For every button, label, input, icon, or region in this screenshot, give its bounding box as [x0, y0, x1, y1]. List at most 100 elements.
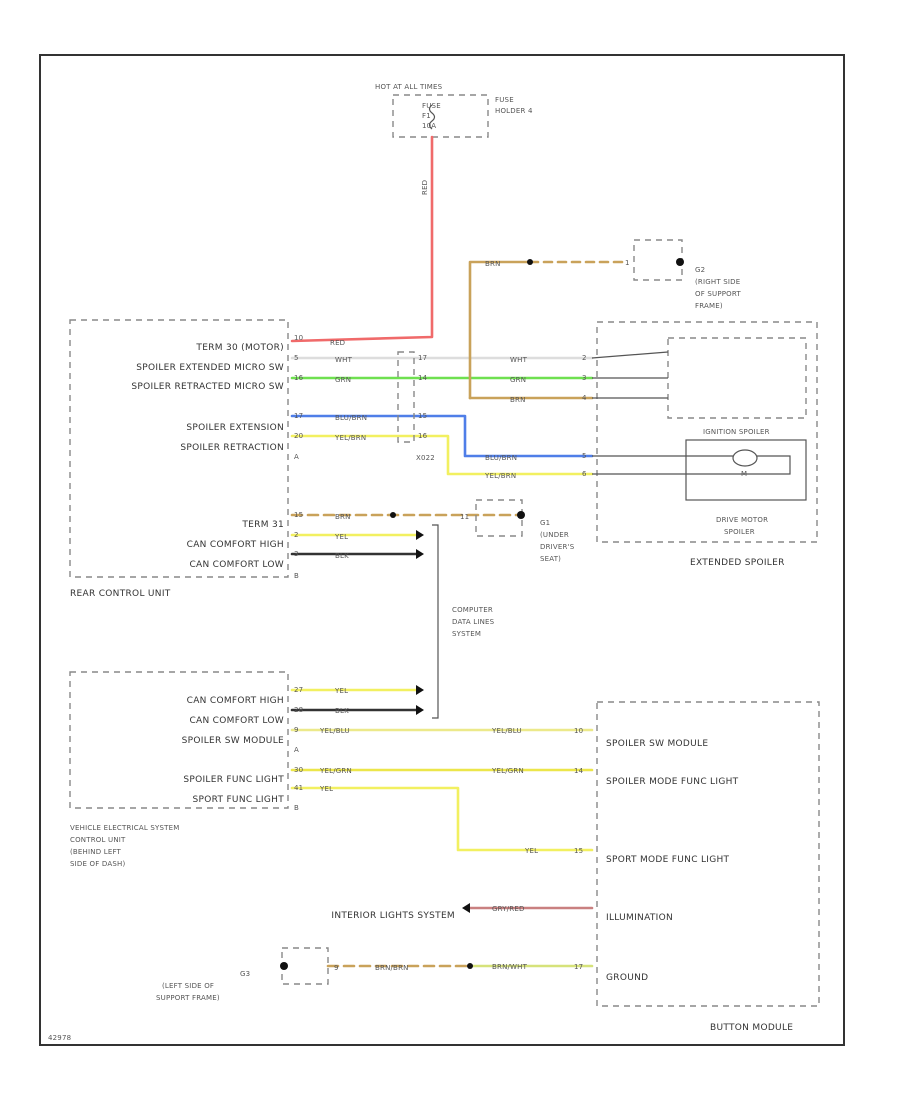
vesc-pin-num: 9: [294, 726, 299, 734]
bm-pin-num: 10: [574, 727, 583, 735]
vesc-pin-num: 28: [294, 706, 303, 714]
rcu-connector-b: B: [294, 572, 299, 580]
es-pin: 3: [582, 374, 587, 382]
ground-g3: 9 BRN/BRN G3 (LEFT SIDE OF SUPPORT FRAME…: [156, 947, 409, 1002]
fuse-holder-box: [392, 94, 489, 138]
wire-label-red: RED: [330, 339, 345, 347]
wire-brown-ground-a: [468, 260, 532, 400]
vesc-pin-can-high: CAN COMFORT HIGH: [187, 696, 284, 706]
rcu-pin-extension: SPOILER EXTENSION: [186, 423, 284, 433]
vesc-connector-a: A: [294, 746, 299, 754]
fuse-holder-label: FUSE: [495, 96, 514, 104]
rcu-pin-can-low: CAN COMFORT LOW: [189, 560, 284, 570]
ground-g2-label: (RIGHT SIDE: [695, 278, 740, 286]
wire-label-blu-brn: BLU/BRN: [335, 414, 367, 422]
can-system-label: DATA LINES: [452, 618, 495, 626]
arrow-can-low-vesc: [416, 705, 424, 715]
bm-pin-spoiler-light: SPOILER MODE FUNC LIGHT: [606, 777, 739, 787]
arrow-can-high-vesc: [416, 685, 424, 695]
ignition-spoiler-box: [685, 439, 807, 501]
rcu-pin-retraction: SPOILER RETRACTION: [180, 443, 284, 453]
bm-pin-illumination: ILLUMINATION: [606, 913, 673, 923]
vesc-pin-num: 27: [294, 686, 303, 694]
connector-x022: 17 14 15 16 X022: [397, 351, 435, 462]
ground-g2-icon: [676, 258, 684, 266]
vehicle-electrical-system-control-unit: CAN COMFORT HIGH CAN COMFORT LOW SPOILER…: [69, 671, 352, 868]
can-system-label: COMPUTER: [452, 606, 493, 614]
diagram-id: 42978: [48, 1034, 71, 1042]
wire-label-yel-brn-es: YEL/BRN: [484, 472, 516, 480]
ground-g1-box: [475, 499, 523, 537]
wire-label-yel-sport: YEL: [319, 785, 333, 793]
drive-motor-label: SPOILER: [724, 528, 755, 536]
x022-pin: 17: [418, 354, 427, 362]
interior-lights-label: INTERIOR LIGHTS SYSTEM: [331, 911, 455, 921]
x022-name: X022: [416, 454, 435, 462]
ground-g3-icon: [280, 962, 288, 970]
ground-g2-pin: 1: [625, 259, 630, 267]
wire-label-yel: YEL: [334, 533, 348, 541]
wire-label-brn-brn: BRN/BRN: [375, 964, 409, 972]
rcu-pin-extended-sw: SPOILER EXTENDED MICRO SW: [136, 363, 284, 373]
fuse-panel-title: HOT AT ALL TIMES: [375, 83, 443, 91]
x022-pin: 15: [418, 412, 427, 420]
ground-g2-label: G2: [695, 266, 705, 274]
wire-label-gry-red: GRY/RED: [492, 905, 525, 913]
wire-label-yel-grn: YEL/GRN: [319, 767, 352, 775]
drive-motor-label: DRIVE MOTOR: [716, 516, 768, 524]
spoiler-switch-box: [667, 337, 807, 419]
fuse-holder-number: HOLDER 4: [495, 107, 533, 115]
rear-control-unit: TERM 30 (MOTOR) SPOILER EXTENDED MICRO S…: [69, 319, 367, 599]
bm-pin-ground: GROUND: [606, 973, 648, 983]
vesc-pin-num: 30: [294, 766, 303, 774]
es-pin: 5: [582, 452, 587, 460]
ground-g2-box: [633, 239, 683, 281]
wire-yellow-retraction: [290, 434, 594, 476]
vesc-title: CONTROL UNIT: [70, 836, 126, 844]
ground-g1-label: (UNDER: [540, 531, 569, 539]
wire-label-blk-vesc: BLK: [335, 707, 349, 715]
vesc-pin-spoiler-light: SPOILER FUNC LIGHT: [183, 775, 284, 785]
wire-label-yel-bm: YEL: [524, 847, 538, 855]
rcu-pin-num: 3: [294, 550, 299, 558]
wire-label-brn: BRN: [335, 513, 351, 521]
rcu-pin-num: 2: [294, 531, 299, 539]
fuse-number: F1: [422, 112, 431, 120]
wire-label-blu-brn-es: BLU/BRN: [485, 454, 517, 462]
computer-data-lines-system: COMPUTER DATA LINES SYSTEM: [452, 606, 495, 638]
motor-icon: [732, 449, 758, 467]
wire-label-brn-wht: BRN/WHT: [492, 963, 528, 971]
fuse-icon: [428, 104, 436, 130]
diagram-frame: [39, 54, 845, 1046]
ground-g3-box: [281, 947, 329, 985]
wire-label-yel-grn-bm: YEL/GRN: [491, 767, 524, 775]
rcu-pin-can-high: CAN COMFORT HIGH: [187, 540, 284, 550]
ground-g2-label: FRAME): [695, 302, 723, 310]
rcu-pin-num: 17: [294, 412, 303, 420]
ground-g2-label: OF SUPPORT: [695, 290, 741, 298]
ground-g3-label: SUPPORT FRAME): [156, 994, 220, 1002]
ground-g3-label: (LEFT SIDE OF: [162, 982, 214, 990]
rcu-pin-term31: TERM 31: [241, 520, 284, 530]
arrow-can-low-rear: [416, 549, 424, 559]
wire-label-wht-es: WHT: [510, 356, 528, 364]
vesc-pin-num: 41: [294, 784, 303, 792]
es-pin: 6: [582, 470, 587, 478]
ground-g1: 11 G1 (UNDER DRIVER'S SEAT): [460, 499, 575, 563]
wire-label-wht: WHT: [335, 356, 353, 364]
ground-g1-pin: 11: [460, 513, 469, 521]
wire-label-brn-es: BRN: [510, 396, 526, 404]
vesc-pin-sport-light: SPORT FUNC LIGHT: [192, 795, 284, 805]
vesc-title: SIDE OF DASH): [70, 860, 125, 868]
bm-pin-num: 17: [574, 963, 583, 971]
ignition-spoiler-title: IGNITION SPOILER: [703, 428, 770, 436]
motor-leads: [592, 455, 791, 475]
ground-g3-label: G3: [240, 970, 250, 978]
vesc-pin-can-low: CAN COMFORT LOW: [189, 716, 284, 726]
wire-label-blk: BLK: [335, 552, 349, 560]
arrow-interior-lights: [462, 903, 470, 913]
rear-control-unit-title: REAR CONTROL UNIT: [70, 589, 171, 599]
vesc-pin-spoiler-sw: SPOILER SW MODULE: [182, 736, 284, 746]
x022-pin: 16: [418, 432, 428, 440]
